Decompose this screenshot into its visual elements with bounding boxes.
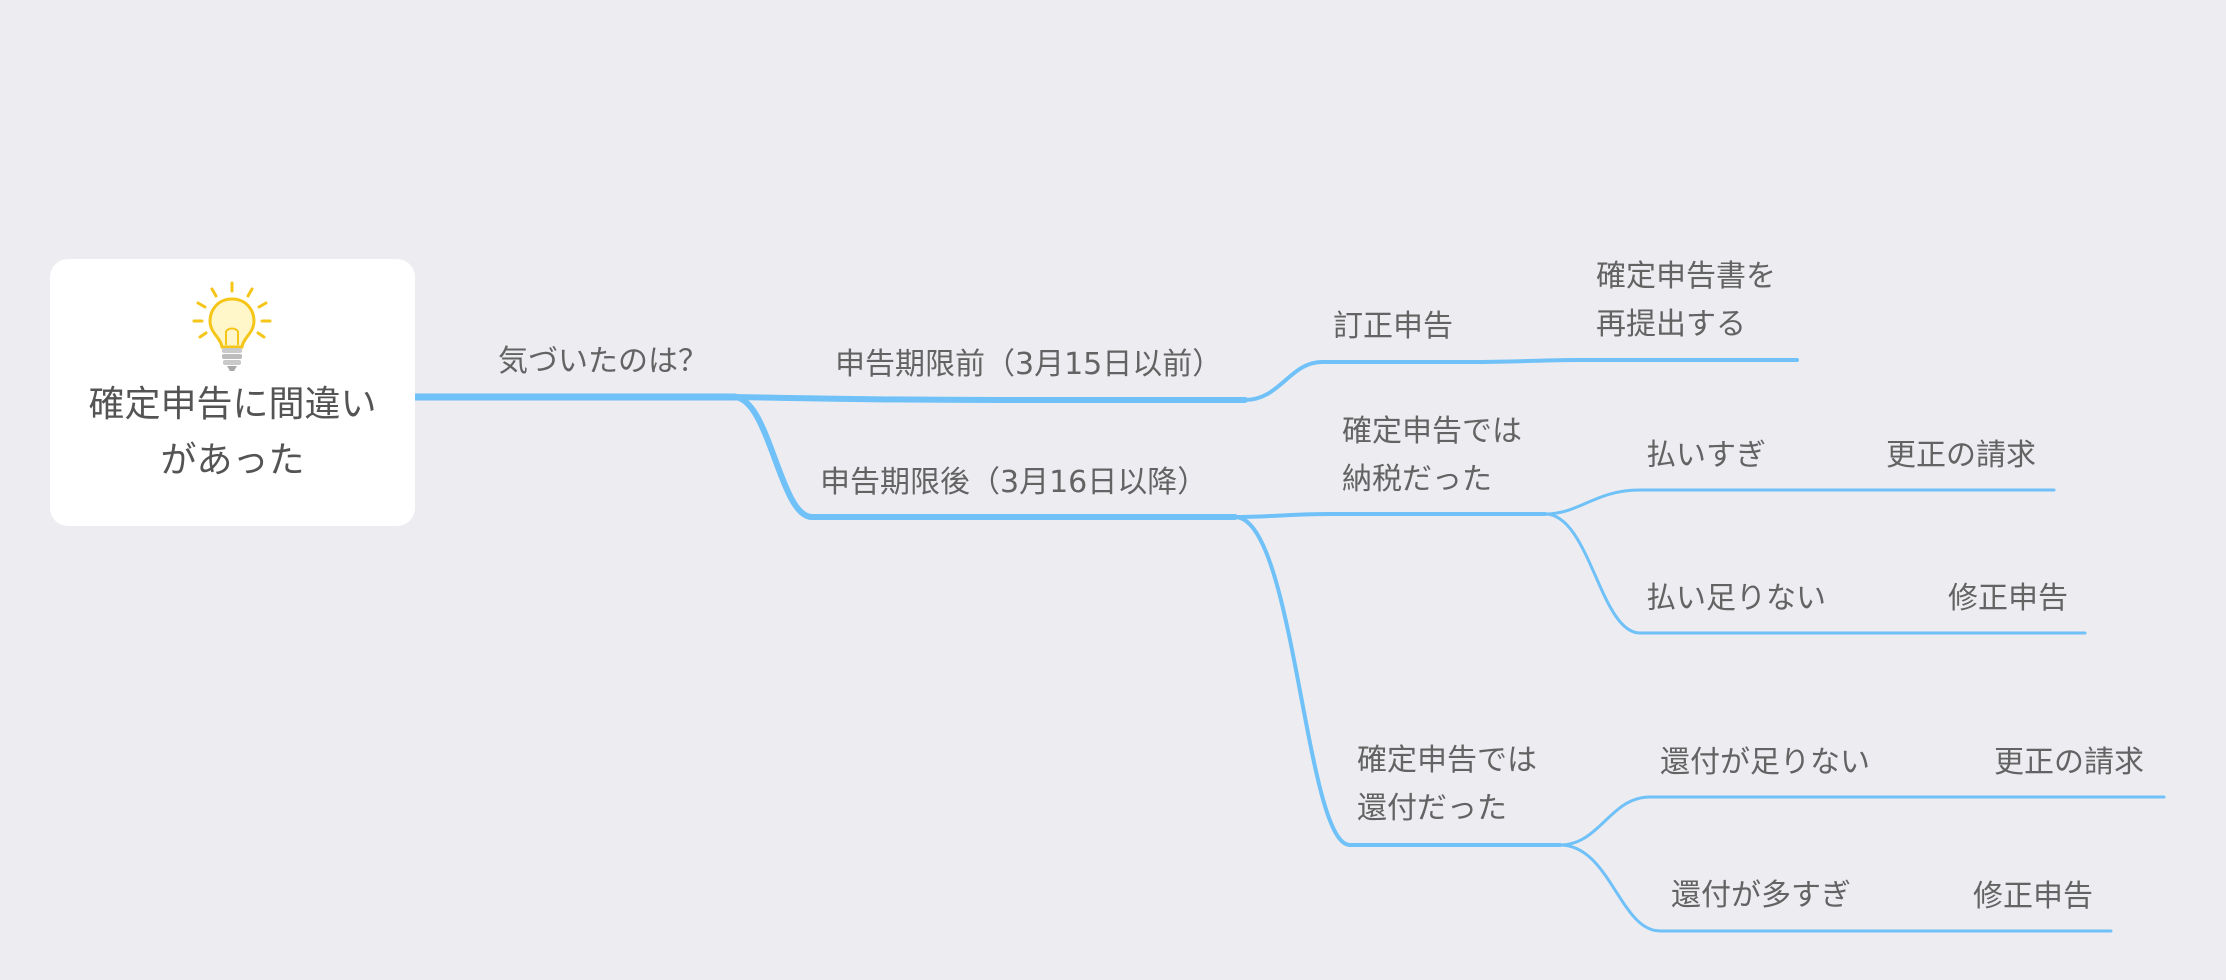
node-resubmit-line1: 確定申告書を (1596, 259, 1776, 294)
link-tax-underpaid (1543, 512, 1847, 635)
link-before-correction (1243, 360, 1472, 402)
node-amended-return-2[interactable]: 修正申告 (1973, 879, 2093, 914)
node-resubmit-line2: 再提出する (1596, 307, 1746, 342)
node-before-deadline[interactable]: 申告期限前（3月15日以前） (835, 347, 1223, 382)
link-refund-excess (1558, 843, 1872, 933)
node-amended-return-1[interactable]: 修正申告 (1948, 581, 2068, 616)
node-refund[interactable]: 確定申告では 還付だった (1357, 737, 1537, 833)
node-tax-payment-line2: 納税だった (1342, 462, 1492, 497)
node-correction-request-2[interactable]: 更正の請求 (1994, 745, 2144, 780)
node-resubmit[interactable]: 確定申告書を 再提出する (1596, 253, 1776, 349)
lightbulb-icon (192, 281, 272, 371)
node-refund-line2: 還付だった (1357, 791, 1507, 826)
link-after-refund (1233, 515, 1562, 847)
root-title: 確定申告に間違い があった (50, 377, 415, 489)
root-title-line2: があった (160, 440, 305, 481)
node-underpaid[interactable]: 払い足りない (1646, 581, 1826, 616)
link-after-tax (1233, 512, 1547, 519)
link-correction-resubmit (1468, 358, 1799, 364)
link-question-before (732, 394, 1248, 403)
root-topic[interactable]: 確定申告に間違い があった (50, 259, 415, 526)
node-refund-line1: 確定申告では (1357, 743, 1537, 778)
node-tax-payment-line1: 確定申告では (1342, 414, 1522, 449)
node-question[interactable]: 気づいたのは？ (498, 344, 708, 379)
root-title-line1: 確定申告に間違い (88, 384, 377, 425)
node-overpaid[interactable]: 払いすぎ (1646, 438, 1766, 473)
link-question-after (732, 394, 1238, 520)
node-correction-declaration[interactable]: 訂正申告 (1333, 309, 1453, 344)
node-refund-short[interactable]: 還付が足りない (1660, 745, 1870, 780)
node-refund-excess[interactable]: 還付が多すぎ (1671, 878, 1851, 913)
node-tax-payment[interactable]: 確定申告では 納税だった (1342, 408, 1522, 504)
link-refund-short (1558, 795, 1892, 847)
link-tax-overpaid (1543, 488, 1784, 516)
node-correction-request-1[interactable]: 更正の請求 (1886, 438, 2036, 473)
node-after-deadline[interactable]: 申告期限後（3月16日以降） (820, 465, 1208, 500)
